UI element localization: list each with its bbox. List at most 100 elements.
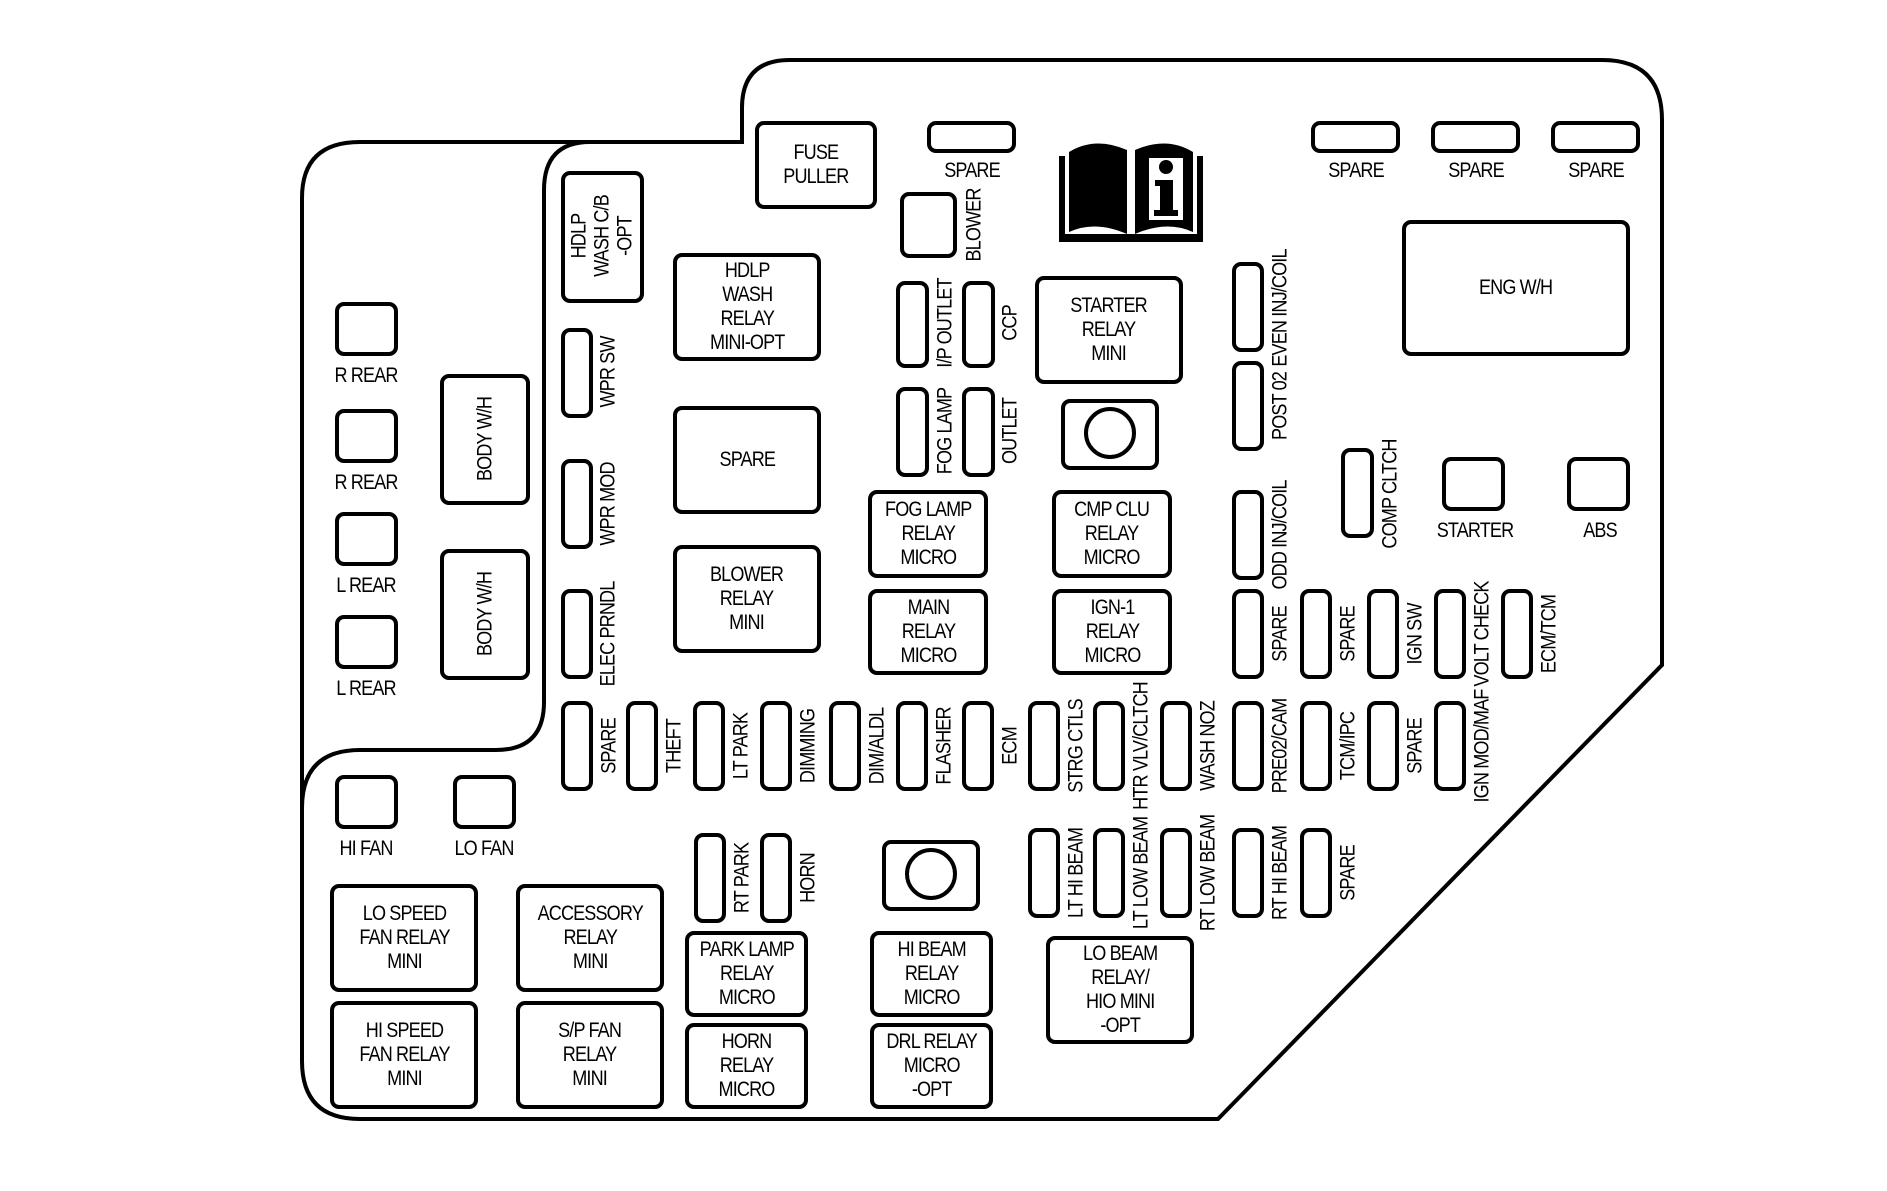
eng-wh-label: ENG W/H xyxy=(1479,276,1553,300)
relay-cmp-clu-label: CMP CLU RELAY MICRO xyxy=(1074,498,1151,569)
fuse-spare-beam-label: SPARE xyxy=(1336,845,1360,901)
fuse-fog-lamp xyxy=(896,387,929,477)
fuse-comp-cltch-label: COMP CLTCH xyxy=(1378,439,1402,549)
fuse-strg-ctls-label: STRG CTLS xyxy=(1064,699,1088,793)
relay-lo-speed-fan: LO SPEED FAN RELAY MINI xyxy=(330,884,478,992)
fuse-ecm-tcm xyxy=(1501,589,1533,679)
relay-fog-lamp-label: FOG LAMP RELAY MICRO xyxy=(884,498,972,569)
relay-hi-beam-label: HI BEAM RELAY MICRO xyxy=(897,938,966,1009)
fuse-lo-fan-label: LO FAN xyxy=(454,837,514,860)
fuse-wash-noz-label: WASH NOZ xyxy=(1196,701,1220,791)
relay-starter: STARTER RELAY MINI xyxy=(1035,276,1183,384)
fuse-r-rear-2 xyxy=(335,409,398,463)
fuse-blower xyxy=(900,192,957,258)
fuse-wpr-mod xyxy=(561,459,593,549)
fuse-wpr-sw xyxy=(561,328,593,418)
fuse-spare-top-2 xyxy=(1311,121,1400,153)
fuse-rt-park-label: RT PARK xyxy=(730,842,754,914)
fuse-ip-outlet-label: I/P OUTLET xyxy=(933,278,957,368)
fuse-htr-vlv-clutch xyxy=(1093,701,1125,791)
mounting-bolt-upper-hole xyxy=(1084,407,1136,459)
fuse-ecm xyxy=(962,701,994,791)
fuse-spare-beam xyxy=(1300,828,1332,918)
fuse-even-inj-coil-label: EVEN INJ/COIL xyxy=(1268,249,1292,367)
fuse-starter xyxy=(1442,457,1505,511)
relay-cmp-clu: CMP CLU RELAY MICRO xyxy=(1052,490,1172,578)
fuse-hdlp-wash-cb xyxy=(561,171,644,303)
body-wh-connector-1 xyxy=(440,374,530,505)
relay-ign-1: IGN-1 RELAY MICRO xyxy=(1052,589,1172,675)
fuse-odd-inj-coil-label: ODD INJ/COIL xyxy=(1268,480,1292,590)
fuse-spare-top-2-label: SPARE xyxy=(1328,159,1384,182)
fuse-puller: FUSE PULLER xyxy=(755,121,877,209)
fuse-tcm-ipc-label: TCM/IPC xyxy=(1336,711,1360,781)
fuse-ccp-label: CCP xyxy=(998,305,1022,341)
relay-horn-label: HORN RELAY MICRO xyxy=(718,1030,776,1101)
fuse-puller-label: FUSE PULLER xyxy=(783,141,849,188)
relay-main: MAIN RELAY MICRO xyxy=(868,589,988,675)
relay-hi-speed-fan: HI SPEED FAN RELAY MINI xyxy=(330,1001,478,1109)
relay-horn: HORN RELAY MICRO xyxy=(685,1023,808,1109)
fuse-theft-label: THEFT xyxy=(662,719,686,773)
relay-accessory-label: ACCESSORY RELAY MINI xyxy=(537,902,643,973)
fuse-spare-top-4 xyxy=(1551,121,1640,153)
relay-lo-beam: LO BEAM RELAY/ HIO MINI -OPT xyxy=(1046,936,1194,1044)
fuse-l-rear-2 xyxy=(335,615,398,669)
body-wh-1-label: BODY W/H xyxy=(473,396,497,482)
relay-blower-label: BLOWER RELAY MINI xyxy=(710,563,784,634)
fuse-ecm-label: ECM xyxy=(998,727,1022,765)
fuse-volt-check xyxy=(1434,589,1466,679)
fuse-ign-mod-maf-label: IGN MOD/MAF xyxy=(1470,689,1494,803)
fuse-ign-mod-maf xyxy=(1434,701,1466,791)
fuse-strg-ctls xyxy=(1028,701,1060,791)
fuse-spare-top-3-label: SPARE xyxy=(1448,159,1504,182)
relay-sp-fan: S/P FAN RELAY MINI xyxy=(516,1001,664,1109)
fuse-rt-hi-beam-label: RT HI BEAM xyxy=(1268,825,1292,921)
relay-ign-1-label: IGN-1 RELAY MICRO xyxy=(1084,596,1141,667)
relay-lo-beam-label: LO BEAM RELAY/ HIO MINI -OPT xyxy=(1082,942,1158,1037)
fuse-dim-aldl xyxy=(829,701,861,791)
fuse-rt-low-beam xyxy=(1160,828,1192,918)
fuse-l-rear-1 xyxy=(335,512,398,566)
fuse-comp-cltch xyxy=(1341,448,1374,538)
fuse-blower-label: BLOWER xyxy=(962,188,986,262)
fuse-lt-hi-beam-label: LT HI BEAM xyxy=(1064,827,1088,919)
fuse-even-inj-coil xyxy=(1232,262,1264,352)
fuse-spare-row-2-label: SPARE xyxy=(1403,718,1427,774)
fuse-spare-top-4-label: SPARE xyxy=(1568,159,1624,182)
fuse-spare-row-2 xyxy=(1367,701,1399,791)
fuse-ecm-tcm-label: ECM/TCM xyxy=(1537,594,1561,674)
fuse-elec-prndl xyxy=(561,589,593,679)
relay-spare: SPARE xyxy=(673,406,821,514)
fuse-outlet-label: OUTLET xyxy=(998,397,1022,465)
fuse-spare-row-1 xyxy=(561,701,593,791)
fuse-tcm-ipc xyxy=(1300,701,1332,791)
fuse-ign-sw xyxy=(1367,589,1399,679)
fuse-r-rear-2-label: R REAR xyxy=(334,471,398,494)
fuse-l-rear-2-label: L REAR xyxy=(336,677,396,700)
fuse-hi-fan xyxy=(335,775,398,829)
fuse-spare-mid-1 xyxy=(1232,589,1264,679)
fuse-dimming-label: DIMMING xyxy=(796,708,820,784)
fuse-lt-low-beam xyxy=(1093,828,1125,918)
relay-drl-label: DRL RELAY MICRO -OPT xyxy=(886,1030,977,1101)
fuse-spare-mid-2-label: SPARE xyxy=(1336,606,1360,662)
fuse-wpr-mod-label: WPR MOD xyxy=(596,462,620,546)
eng-wh-connector: ENG W/H xyxy=(1402,220,1630,356)
fuse-dimming xyxy=(760,701,792,791)
fuse-r-rear-1-label: R REAR xyxy=(334,364,398,387)
fuse-wpr-sw-label: WPR SW xyxy=(596,336,620,408)
fuse-hi-fan-label: HI FAN xyxy=(339,837,393,860)
relay-drl: DRL RELAY MICRO -OPT xyxy=(870,1023,993,1109)
relay-starter-label: STARTER RELAY MINI xyxy=(1070,294,1148,365)
fuse-spare-top-1-label: SPARE xyxy=(944,159,1000,182)
fuse-r-rear-1 xyxy=(335,302,398,356)
fuse-ign-sw-label: IGN SW xyxy=(1403,603,1427,665)
fuse-ip-outlet xyxy=(896,281,929,368)
fuse-l-rear-1-label: L REAR xyxy=(336,574,396,597)
relay-park-lamp-label: PARK LAMP RELAY MICRO xyxy=(699,938,794,1009)
relay-lo-speed-fan-label: LO SPEED FAN RELAY MINI xyxy=(358,902,450,973)
fuse-spare-mid-2 xyxy=(1300,589,1332,679)
fuse-rt-low-beam-label: RT LOW BEAM xyxy=(1196,814,1220,932)
